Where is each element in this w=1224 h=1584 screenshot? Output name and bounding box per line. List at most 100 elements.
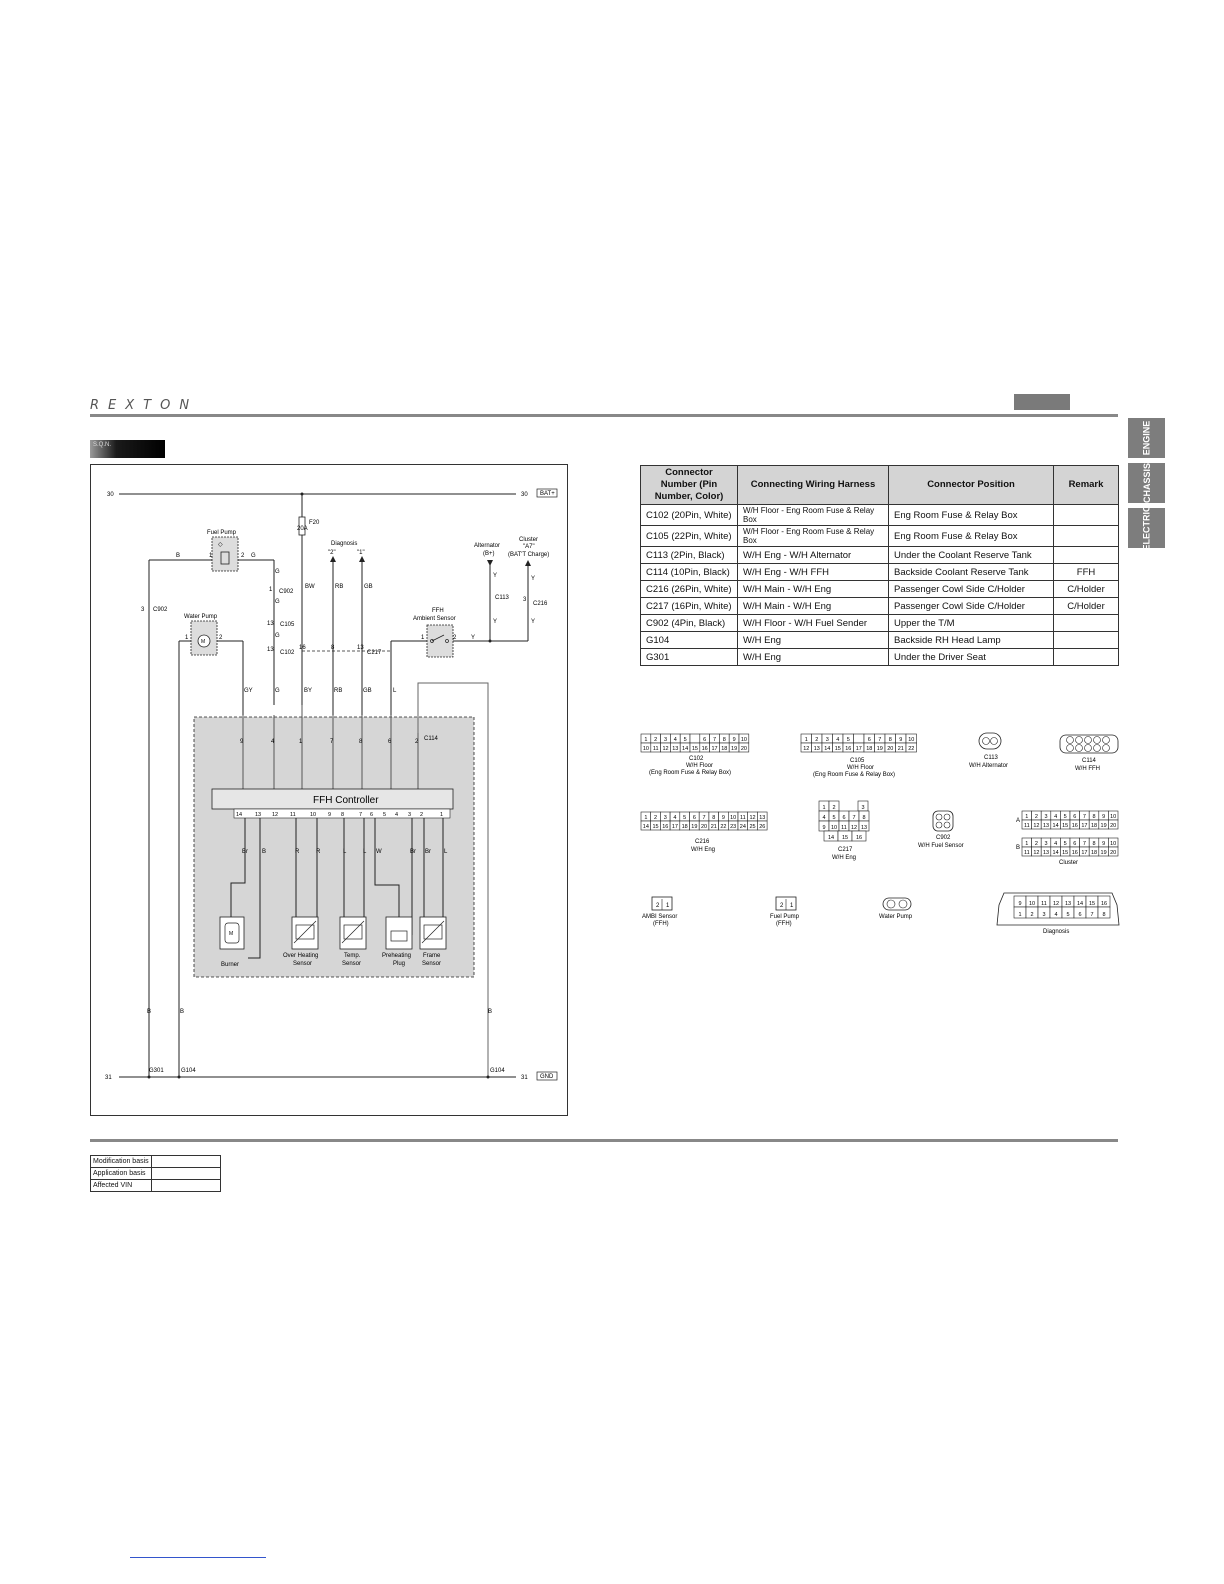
c105-pin-number: 13 — [814, 746, 820, 752]
cluster-charge: (BAT'T Charge) — [508, 552, 549, 558]
c217-pin-number: 3 — [861, 805, 864, 811]
c902-pin-1: 1 — [269, 587, 273, 593]
cell-connector: C114 (10Pin, Black) — [640, 563, 738, 581]
c114-pin — [1084, 744, 1092, 752]
cell-position: Under the Coolant Reserve Tank — [888, 546, 1054, 564]
cluster-a-pin-number: 4 — [1054, 814, 1057, 820]
rail-30-right: 30 — [521, 492, 528, 498]
tab-engine[interactable]: ENGINE — [1128, 418, 1165, 458]
cluster-a-pin-number: 12 — [1033, 823, 1039, 829]
c216-pin-number: 17 — [672, 824, 678, 830]
c114-pin-2: 2 — [415, 739, 419, 745]
c216-pin-number: 24 — [740, 824, 746, 830]
c216-pin: 3 — [523, 597, 527, 603]
cell-harness: W/H Eng — [737, 648, 889, 666]
tab-chassis[interactable]: CHASSIS — [1128, 463, 1165, 503]
c114-pin-6: 6 — [388, 739, 392, 745]
fuel-pump-symbol: ◇ — [218, 542, 223, 548]
cluster-a-pin-number: 11 — [1024, 823, 1030, 829]
c102-pin-number: 3 — [664, 737, 667, 743]
cluster-b-pin-number: 19 — [1101, 850, 1107, 856]
c102-pin-number: 4 — [674, 737, 677, 743]
c114-pin — [1075, 736, 1083, 744]
cell-connector: C113 (2Pin, Black) — [640, 546, 738, 564]
c217-pin-number: 2 — [832, 805, 835, 811]
wire-bw: BW — [305, 584, 315, 590]
c217-pin-number: 5 — [832, 815, 835, 821]
cluster-row-a: A — [1016, 818, 1020, 824]
c105-pin-number: 1 — [805, 737, 808, 743]
cluster-a-pin-number: 6 — [1073, 814, 1076, 820]
tab-electric-label: ELECTRIC — [1141, 505, 1152, 551]
col-connector-position: Connector Position — [888, 465, 1054, 505]
c216-pin-number: 8 — [712, 815, 715, 821]
wire-l-4: L — [444, 849, 448, 855]
c105-label: C105 — [280, 622, 295, 628]
ctrl-pin-5: 5 — [383, 812, 386, 818]
cluster-b-pin-number: 15 — [1062, 850, 1068, 856]
c216-pin-number: 6 — [693, 815, 696, 821]
wire-g-5: G — [275, 688, 280, 694]
info-label: Affected VIN — [90, 1179, 152, 1192]
diagnosis-pin-number: 14 — [1077, 901, 1083, 907]
c114-pin-7: 7 — [330, 739, 334, 745]
c105-pin-number: 10 — [908, 737, 914, 743]
c114-label: C114 — [424, 736, 439, 742]
c114-pin — [1066, 736, 1074, 744]
c217-pin-number: 7 — [852, 815, 855, 821]
c217-label: C217 — [367, 650, 382, 656]
c216-pin-number: 23 — [730, 824, 736, 830]
tab-electric[interactable]: ELECTRIC — [1128, 505, 1165, 551]
cell-connector: C216 (26Pin, White) — [640, 580, 738, 598]
diagnosis-pin-number: 16 — [1101, 901, 1107, 907]
fuel-pump-connector — [775, 896, 797, 911]
bottom-link-underline[interactable] — [130, 1557, 266, 1558]
diagnosis-pin-number: 4 — [1054, 912, 1057, 918]
diag-pin-1: "1" — [357, 550, 365, 556]
ffh-sensor-pin-2: 2 — [453, 635, 457, 641]
wire-y-2: Y — [531, 576, 535, 582]
c217-pin-number: 4 — [822, 815, 825, 821]
c102-pin-16: 16 — [299, 645, 306, 651]
wiring-diagram-frame: 30 30 BAT+ F20 20A Fuel Pump ◇ B 1 2 G 3… — [90, 464, 568, 1116]
c105-pin-number: 7 — [878, 737, 881, 743]
cell-harness: W/H Floor - W/H Fuel Sender — [737, 614, 889, 632]
c102-pin-number: 17 — [711, 746, 717, 752]
wire-l-3: L — [363, 849, 367, 855]
c902-label-2: C902 — [279, 589, 294, 595]
alternator-b: (B+) — [483, 551, 495, 557]
table-row: C113 (2Pin, Black)W/H Eng - W/H Alternat… — [640, 546, 1119, 564]
c217-pin-number: 15 — [842, 835, 848, 841]
wire-br-3: Br — [425, 849, 431, 855]
cluster-a-pin-number: 10 — [1110, 814, 1116, 820]
wire-by: BY — [304, 688, 312, 694]
c216-pin-number: 13 — [759, 815, 765, 821]
c105-pin-number: 16 — [845, 746, 851, 752]
diagnosis-pin-number: 3 — [1042, 912, 1045, 918]
cell-harness: W/H Main - W/H Eng — [737, 597, 889, 615]
c113-sub: W/H Alternator — [969, 763, 1008, 769]
tab-engine-label: ENGINE — [1141, 420, 1152, 456]
c102-pin-number: 6 — [703, 737, 706, 743]
cell-position: Passenger Cowl Side C/Holder — [888, 580, 1054, 598]
cluster-b-pin-number: 4 — [1054, 841, 1057, 847]
c216-pin-number: 19 — [691, 824, 697, 830]
cluster-a-pin-number: 1 — [1025, 814, 1028, 820]
burner-box — [219, 916, 245, 950]
wire-l-1: L — [393, 688, 397, 694]
brand-logo: REXTON — [90, 398, 199, 413]
ffh-sensor-label-2: Ambient Sensor — [413, 616, 456, 622]
c216-pin-number: 21 — [711, 824, 717, 830]
cell-remark — [1053, 525, 1119, 547]
preheating-label-1: Preheating — [382, 953, 411, 959]
c105-pin-number: 9 — [899, 737, 902, 743]
c217-pin-number: 9 — [822, 825, 825, 831]
c105-pin-number: 19 — [877, 746, 883, 752]
cell-remark — [1053, 614, 1119, 632]
c216-pin-number: 11 — [740, 815, 746, 821]
cell-connector: C102 (20Pin, White) — [640, 504, 738, 526]
cell-harness: W/H Floor - Eng Room Fuse & Relay Box — [737, 504, 889, 526]
c216-pin-number: 1 — [644, 815, 647, 821]
ctrl-pin-6: 6 — [370, 812, 373, 818]
